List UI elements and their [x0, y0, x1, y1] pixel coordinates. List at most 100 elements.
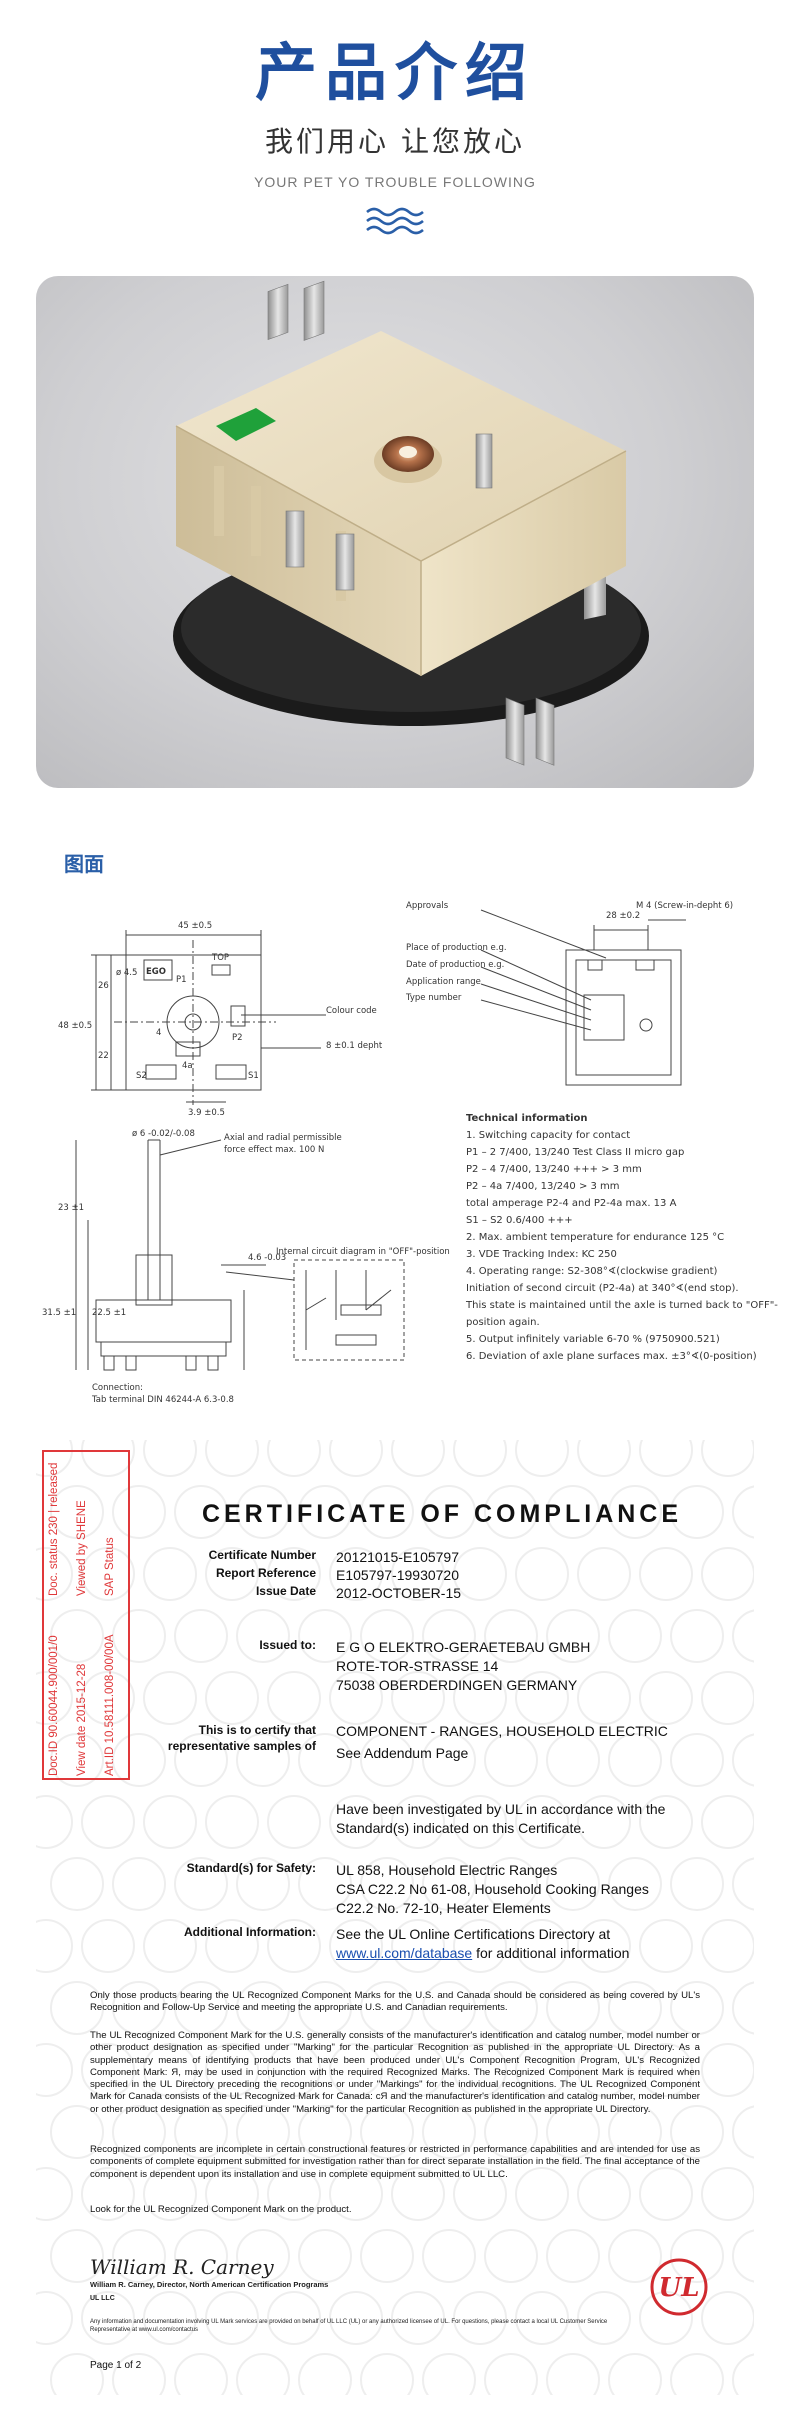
technical-drawing: 图面 [36, 810, 778, 1420]
watermark-circle [453, 1919, 507, 1973]
signer-name: William R. Carney, Director, North Ameri… [90, 2280, 329, 2289]
svg-text:UL: UL [659, 2273, 700, 2303]
stamp-sap-status: SAP Status [104, 1537, 116, 1596]
watermark-circle [298, 2229, 352, 2283]
watermark-circle [36, 1919, 73, 1973]
watermark-circle [639, 1440, 693, 1477]
watermark-circle [267, 2167, 321, 2221]
tech-info-line: P1 – 2 7/400, 13/240 Test Class II micro… [466, 1147, 685, 1158]
watermark-circle [422, 1981, 476, 2035]
watermark-circle [329, 1440, 383, 1477]
watermark-circle [329, 2043, 383, 2097]
watermark-circle [670, 2229, 724, 2283]
watermark-circle [732, 1609, 754, 1663]
label-place: Place of production e.g. [406, 943, 507, 953]
watermark-circle [670, 1857, 724, 1911]
watermark-circle [143, 1671, 197, 1725]
watermark-circle [143, 1919, 197, 1973]
issued-to-street: ROTE-TOR-STRASSE 14 [336, 1658, 499, 1674]
watermark-circle [50, 1857, 104, 1911]
product-category: COMPONENT - RANGES, HOUSEHOLD ELECTRIC [336, 1723, 668, 1739]
watermark-circle [577, 2291, 631, 2345]
dim-depth-28: 28 ±0.2 [606, 911, 640, 921]
watermark-circle [143, 1795, 197, 1849]
tech-info-line: This state is maintained until the axle … [466, 1300, 778, 1311]
watermark-circle [639, 2043, 693, 2097]
watermark-circle [143, 2043, 197, 2097]
watermark-circle [639, 1919, 693, 1973]
watermark-circle [484, 1609, 538, 1663]
stamp-doc-status: Doc. status 230 | released [48, 1462, 60, 1596]
watermark-circle [515, 2167, 569, 2221]
tech-info-line: S1 – S2 0.6/400 +++ [466, 1215, 573, 1226]
watermark-circle [732, 1733, 754, 1787]
ul-database-link[interactable]: www.ul.com/database [336, 1945, 473, 1961]
watermark-circle [515, 1671, 569, 1725]
watermark-circle [360, 2353, 414, 2395]
watermark-circle [515, 1440, 569, 1477]
watermark-circle [732, 2353, 754, 2395]
watermark-circle [174, 1733, 228, 1787]
label-axial: Axial and radial permissible [224, 1133, 342, 1143]
watermark-circle [112, 1981, 166, 2035]
watermark-circle [50, 1733, 104, 1787]
watermark-circle [391, 1795, 445, 1849]
watermark-circle [391, 1440, 445, 1477]
dim-315: 31.5 ±1 [42, 1308, 76, 1318]
signature: William R. Carney [90, 2255, 274, 2279]
watermark-circle [391, 1547, 445, 1601]
label-internal: Internal circuit diagram in "OFF"-positi… [276, 1247, 450, 1257]
watermark-circle [50, 1981, 104, 2035]
label-depht: 8 ±0.1 depht [326, 1041, 383, 1051]
watermark-circle [81, 2291, 135, 2345]
page-number: Page 1 of 2 [90, 2360, 142, 2371]
watermark-circle [267, 1547, 321, 1601]
tech-info-line: 5. Output infinitely variable 6-70 % (97… [466, 1334, 720, 1345]
watermark-circle [608, 1981, 662, 2035]
watermark-circle [701, 1547, 754, 1601]
paragraph-components: Recognized components are incomplete in … [90, 2144, 700, 2180]
watermark-circle [670, 1609, 724, 1663]
watermark-circle [732, 2229, 754, 2283]
watermark-circle [422, 2229, 476, 2283]
watermark-circle [391, 2043, 445, 2097]
watermark-circle [639, 2291, 693, 2345]
watermark-circle [205, 2043, 259, 2097]
watermark-circle [50, 2105, 104, 2159]
watermark-circle [453, 2291, 507, 2345]
watermark-circle [701, 1795, 754, 1849]
watermark-circle [236, 2229, 290, 2283]
watermark-circle [81, 1919, 135, 1973]
label-4: 4 [156, 1028, 161, 1038]
watermark-circle [236, 1485, 290, 1539]
label-application-range: Application range [406, 977, 481, 987]
watermark-circle [81, 1795, 135, 1849]
ul-watermark-pattern [36, 1440, 754, 2395]
watermark-circle [453, 1671, 507, 1725]
watermark-circle [112, 1733, 166, 1787]
watermark-circle [205, 1440, 259, 1477]
watermark-circle [36, 2043, 73, 2097]
watermark-circle [236, 1609, 290, 1663]
watermark-circle [236, 1981, 290, 2035]
dim-shaft: ø 6 -0.02/-0.08 [132, 1129, 195, 1139]
tech-info-line: 6. Deviation of axle plane surfaces max.… [466, 1351, 757, 1362]
watermark-circle [484, 1981, 538, 2035]
watermark-circle [174, 2353, 228, 2395]
watermark-circle [81, 1547, 135, 1601]
watermark-circle [143, 1440, 197, 1477]
watermark-circle [484, 1857, 538, 1911]
watermark-circle [267, 2043, 321, 2097]
drawing-label: 图面 [64, 852, 104, 876]
watermark-circle [608, 1609, 662, 1663]
watermark-circle [50, 2229, 104, 2283]
watermark-circle [329, 1671, 383, 1725]
label-connection: Connection: [92, 1383, 143, 1393]
watermark-circle [298, 1857, 352, 1911]
watermark-circle [329, 1795, 383, 1849]
watermark-circle [546, 1857, 600, 1911]
watermark-circle [732, 1485, 754, 1539]
watermark-circle [50, 1485, 104, 1539]
label-p2: P2 [232, 1033, 243, 1043]
watermark-circle [577, 1919, 631, 1973]
